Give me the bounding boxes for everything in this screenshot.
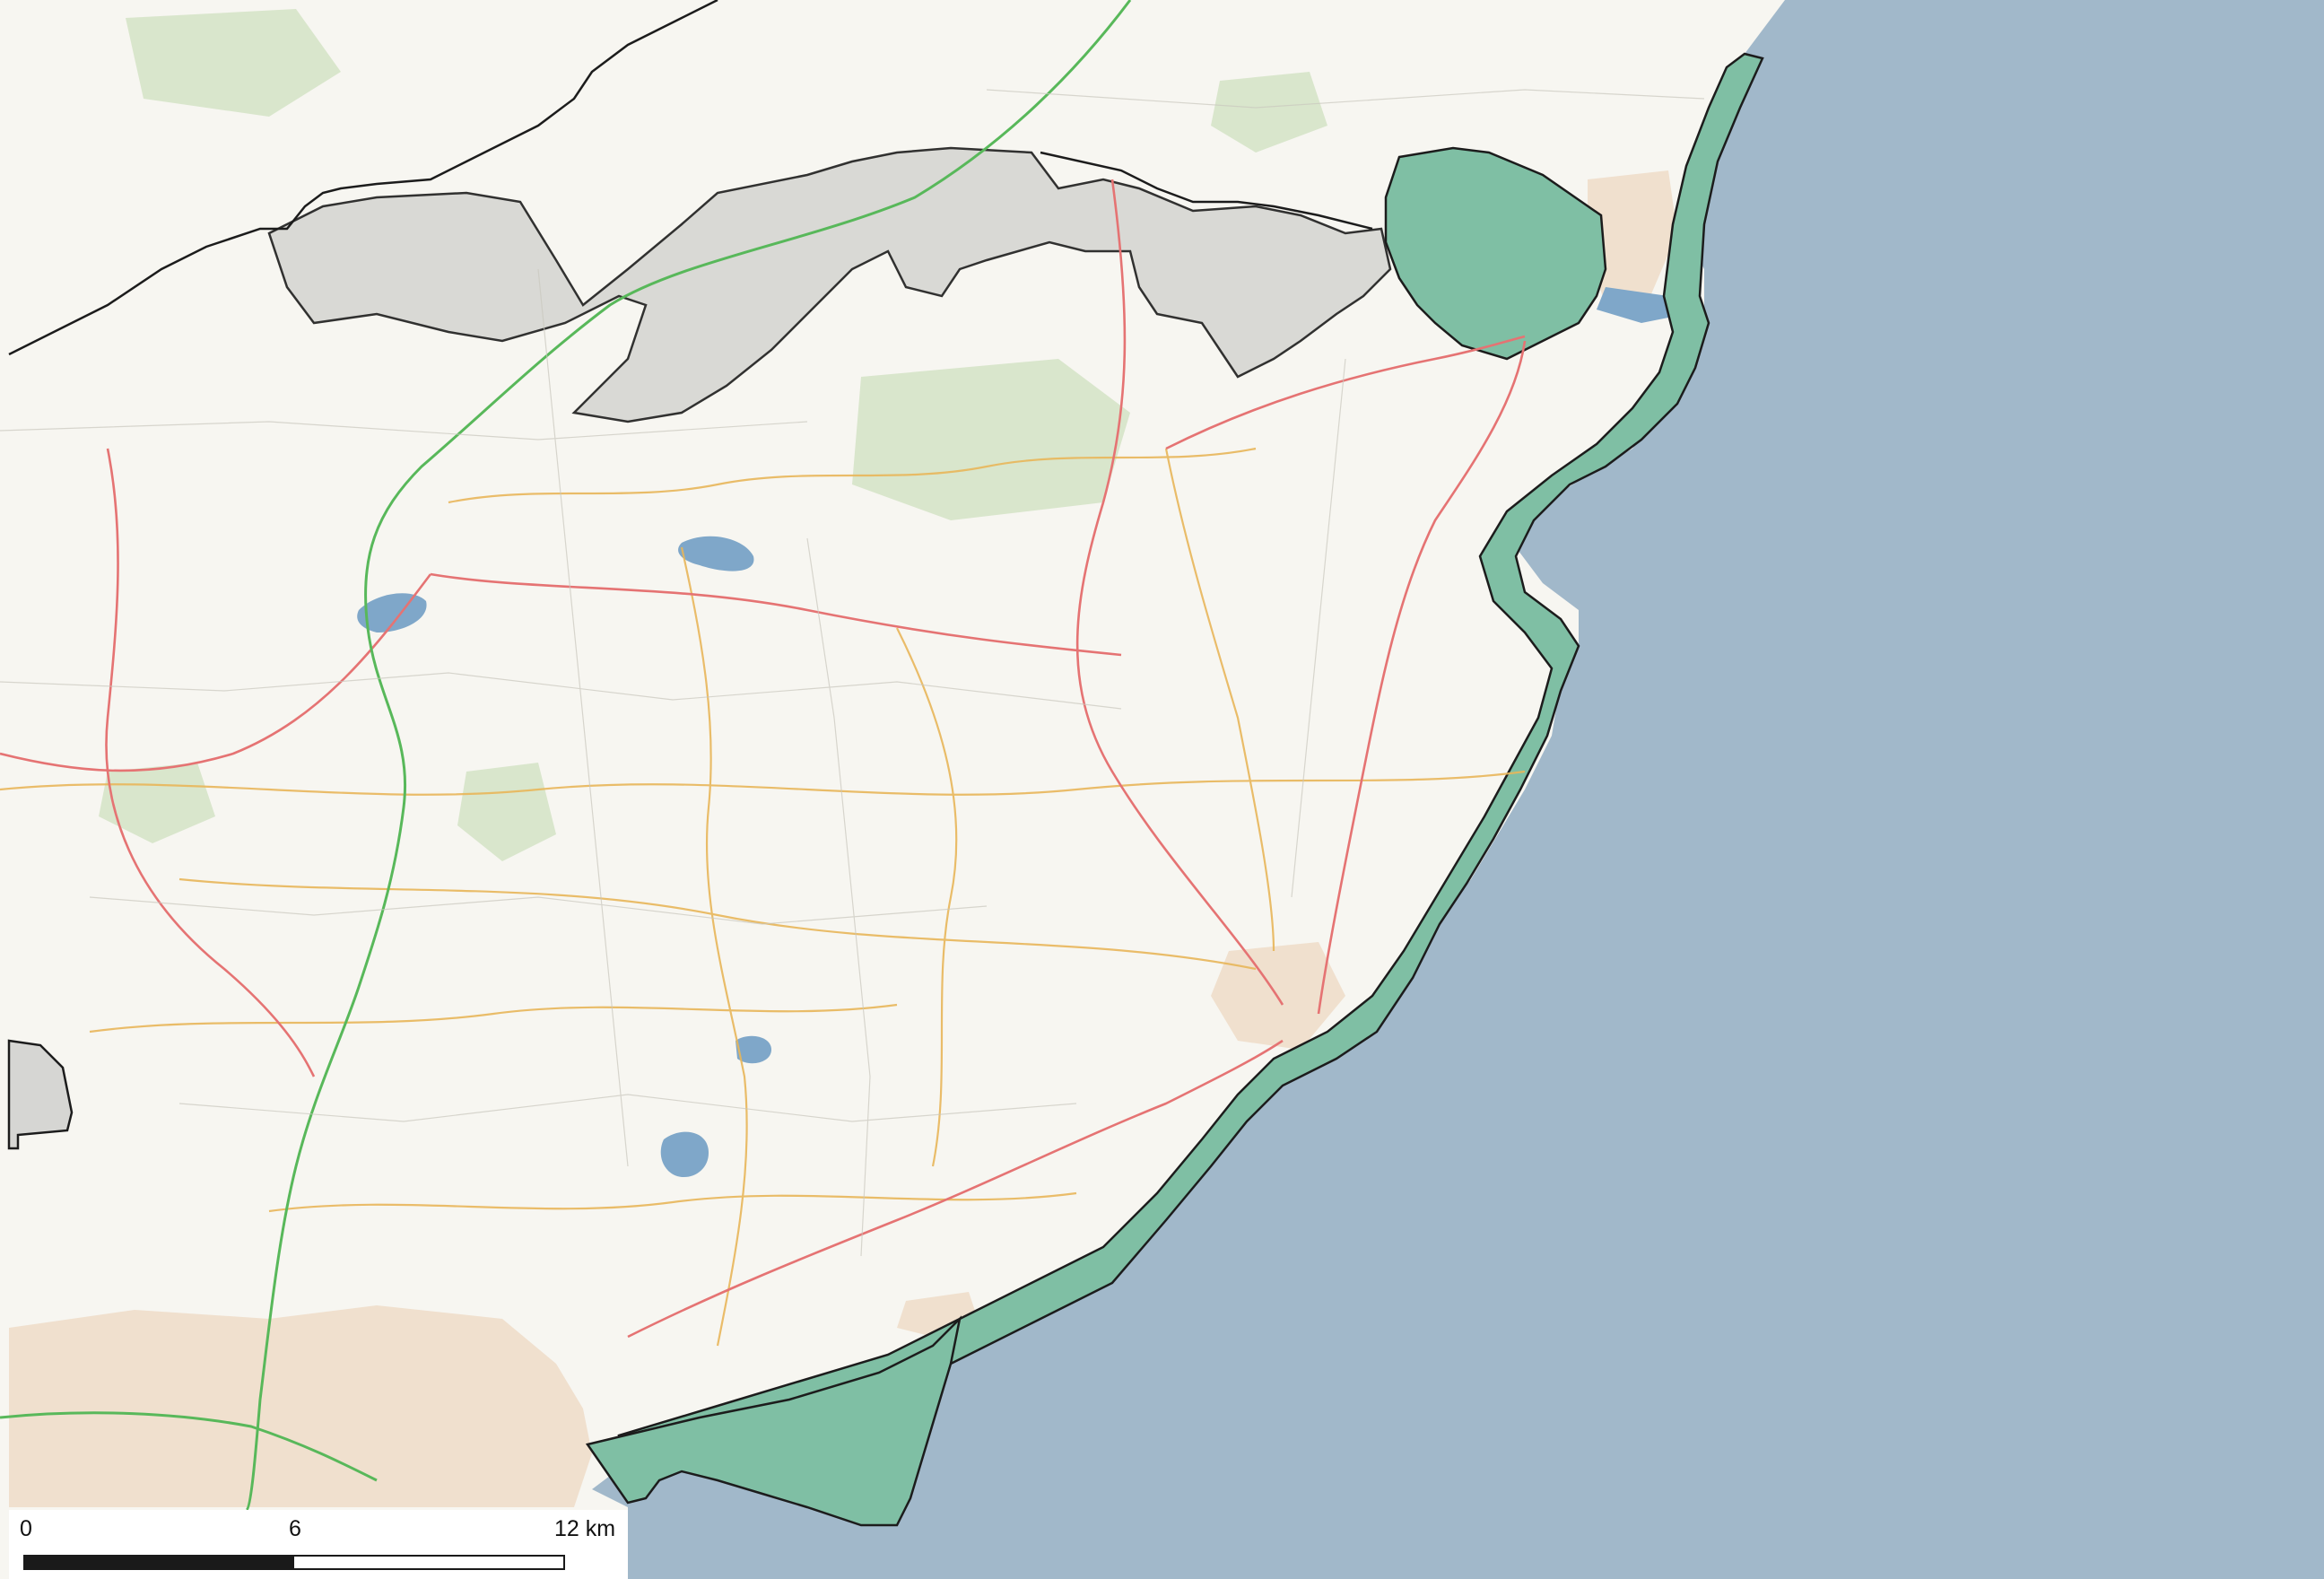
minor-road-5 [537,268,629,1167]
minor-road-6 [806,537,871,1257]
woodland-areas [99,9,1327,861]
road-b-3 [680,546,748,1347]
minor-road-1 [0,421,808,441]
roads-minor [0,89,1705,1257]
road-a-2 [1075,179,1284,1006]
sea [592,0,2324,1579]
protected-area-north[interactable] [1384,146,1607,361]
minor-road-8 [986,89,1705,109]
shaded-boundary-west-edge [7,1039,74,1150]
road-a-1 [430,572,1122,657]
northern-admin-boundary-east [1040,151,1373,231]
motorway-main [245,0,1132,1512]
urban-area-southwest [9,1305,592,1507]
scale-label-end: 12 km [554,1516,616,1541]
reservoir-south-central [735,1035,771,1064]
minor-road-2 [0,672,1122,710]
protected-area-south-bay[interactable] [585,1315,962,1527]
road-a-5 [105,448,316,1077]
minor-road-3 [89,896,988,925]
scale-label-start: 0 [20,1516,32,1541]
motorway-southwest [0,1411,378,1482]
road-a-4 [0,573,432,772]
roads-secondary [0,447,1526,1347]
woodland-central-north [852,359,1130,520]
scale-bar-filled-segment [25,1557,294,1568]
woodland-central [457,763,556,861]
road-a-6 [627,1039,1284,1339]
road-a-7 [1165,335,1526,450]
loch-south [660,1131,709,1178]
scale-bar-panel: 0 6 12 km [9,1510,628,1579]
road-a-3 [1317,340,1527,1015]
urban-area-northeast-town [1588,170,1677,305]
scale-label-middle: 6 [289,1516,301,1541]
motorways [0,0,1132,1512]
road-b-4 [448,447,1257,504]
roads-a [0,179,1527,1339]
road-b-2 [178,877,1257,971]
scale-bar [23,1555,565,1570]
minor-road-4 [178,1094,1077,1122]
loch-central [678,536,754,571]
inland-water [357,287,1686,1178]
road-b-7 [89,1003,898,1034]
road-b-1 [0,770,1526,796]
woodland-north [1211,72,1327,153]
road-b-5 [896,627,958,1167]
woodland-west [99,763,215,843]
shaded-boundary-region [267,146,1392,423]
road-b-6 [1164,448,1275,952]
minor-road-7 [1291,358,1346,898]
admin-boundaries [8,0,1373,356]
woodland-northwest [126,9,341,117]
northern-admin-boundary [8,0,718,356]
protected-areas [585,52,1764,1527]
